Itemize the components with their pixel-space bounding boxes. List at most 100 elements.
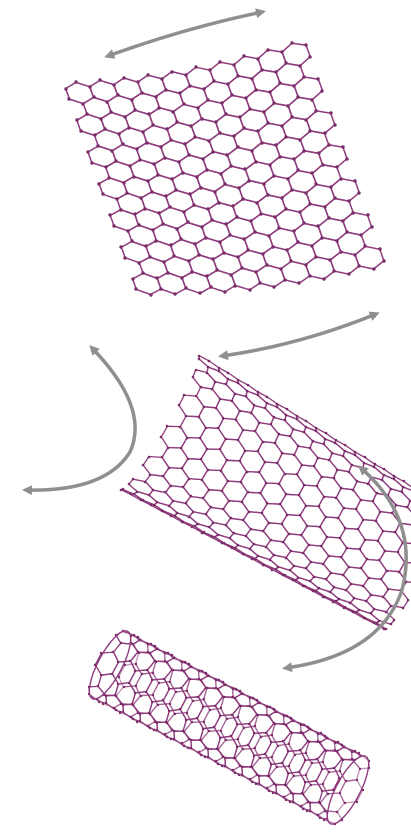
carbon-atom — [265, 482, 268, 485]
carbon-atom — [305, 420, 308, 423]
carbon-atom — [308, 202, 311, 205]
carbon-atom — [180, 687, 182, 689]
carbon-atom — [256, 714, 258, 716]
carbon-atom — [407, 599, 410, 602]
carbon-atom — [249, 697, 251, 699]
carbon-atom — [151, 679, 153, 681]
carbon-atom — [306, 525, 309, 528]
carbon-atom — [275, 711, 277, 713]
carbon-atom — [312, 440, 315, 443]
carbon-atom — [196, 717, 198, 719]
carbon-atom — [390, 488, 393, 491]
hexagon-cell — [266, 540, 291, 557]
carbon-atom — [275, 568, 278, 571]
carbon-atom — [313, 576, 316, 579]
carbon-atom — [341, 145, 344, 148]
carbon-atom — [321, 476, 324, 479]
carbon-atom — [260, 736, 262, 738]
carbon-atom — [318, 587, 321, 590]
carbon-atom — [237, 439, 240, 442]
carbon-atom — [271, 569, 274, 572]
hexagon-cell — [340, 759, 360, 781]
middle-right-arrow — [222, 314, 376, 356]
carbon-atom — [85, 112, 88, 115]
carbon-atom — [265, 263, 268, 266]
carbon-atom — [225, 524, 228, 527]
carbon-atom — [96, 144, 99, 147]
carbon-atom — [137, 261, 140, 264]
hexagon-cell — [222, 543, 244, 554]
carbon-atom — [281, 762, 283, 764]
carbon-atom — [316, 77, 319, 80]
carbon-atom — [187, 153, 190, 156]
carbon-atom — [140, 499, 143, 502]
hexagon-cell — [251, 406, 273, 425]
hexagon-cell — [162, 511, 184, 522]
carbon-atom — [196, 106, 199, 109]
carbon-atom — [167, 652, 169, 654]
carbon-atom — [240, 266, 243, 269]
carbon-atom — [217, 534, 220, 537]
carbon-atom — [326, 737, 328, 739]
carbon-atom — [318, 505, 321, 508]
carbon-atom — [198, 358, 201, 361]
carbon-atom — [276, 403, 279, 406]
carbon-atom — [273, 554, 276, 557]
carbon-atom — [289, 801, 291, 803]
carbon-atom — [266, 48, 269, 51]
carbon-atom — [282, 541, 285, 544]
carbon-atom — [374, 463, 377, 466]
carbon-atom — [244, 96, 247, 99]
carbon-atom — [233, 532, 236, 535]
carbon-atom — [270, 763, 272, 765]
carbon-atom — [271, 756, 273, 758]
hexagon-cell — [243, 554, 265, 565]
carbon-atom — [241, 197, 244, 200]
carbon-atom — [284, 207, 287, 210]
carbon-atom — [317, 733, 319, 735]
carbon-atom — [186, 437, 189, 440]
carbon-atom — [323, 131, 326, 134]
carbon-atom — [190, 739, 192, 741]
carbon-atom — [293, 775, 295, 777]
carbon-atom — [296, 415, 299, 418]
carbon-atom — [360, 567, 363, 570]
carbon-atom — [356, 779, 358, 781]
carbon-atom — [367, 483, 370, 486]
carbon-atom — [219, 172, 222, 175]
carbon-atom — [334, 442, 337, 445]
carbon-atom — [188, 192, 191, 195]
carbon-atom — [333, 123, 336, 126]
carbon-atom — [200, 754, 202, 756]
carbon-atom — [154, 239, 157, 242]
carbon-atom — [186, 712, 188, 714]
carbon-atom — [296, 473, 299, 476]
carbon-atom — [283, 715, 285, 717]
carbon-atom — [208, 68, 211, 71]
carbon-atom — [290, 41, 293, 44]
carbon-atom — [292, 428, 295, 431]
carbon-atom — [254, 725, 256, 727]
carbon-atom — [251, 781, 253, 783]
carbon-atom — [310, 561, 313, 564]
carbon-atom — [334, 742, 336, 744]
carbon-atom — [81, 102, 84, 105]
carbon-atom — [217, 201, 220, 204]
carbon-atom — [311, 762, 313, 764]
carbon-atom — [278, 433, 281, 436]
carbon-atom — [222, 508, 225, 511]
carbon-atom — [192, 511, 195, 514]
carbon-atom — [348, 471, 351, 474]
carbon-atom — [293, 454, 296, 457]
carbon-atom — [86, 150, 89, 153]
carbon-atom — [324, 438, 327, 441]
carbon-atom — [242, 54, 245, 57]
carbon-atom — [133, 212, 136, 215]
carbon-atom — [303, 484, 306, 487]
carbon-atom — [264, 461, 267, 464]
carbon-atom — [134, 670, 136, 672]
carbon-atom — [239, 690, 241, 692]
carbon-atom — [198, 751, 200, 753]
carbon-atom — [322, 783, 324, 785]
